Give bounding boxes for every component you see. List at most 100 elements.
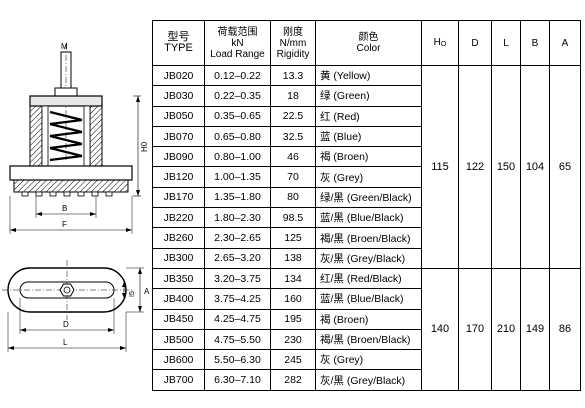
label-l: L <box>63 338 68 347</box>
cell-type: JB350 <box>152 267 205 290</box>
cell-color: 灰/黑 (Grey/Black) <box>315 369 422 391</box>
cell-a-group2: 86 <box>549 267 581 391</box>
cell-b-group2: 149 <box>520 267 550 391</box>
cell-d-group2: 170 <box>458 267 492 391</box>
cell-load: 1.80–2.30 <box>204 207 271 229</box>
cell-color: 褐/黑 (Broen/Black) <box>315 328 422 351</box>
label-h0: H0 <box>140 141 149 152</box>
header-type: 型号 TYPE <box>152 20 205 66</box>
cell-type: JB500 <box>152 328 205 351</box>
cell-type: JB600 <box>152 349 205 371</box>
cell-load: 0.65–0.80 <box>204 125 271 148</box>
cell-color: 蓝 (Blue) <box>315 125 422 148</box>
cell-type: JB450 <box>152 308 205 330</box>
cell-load: 4.25–4.75 <box>204 308 271 330</box>
table-row: JB090 0.80–1.00 46 褐 (Broen) <box>152 146 581 168</box>
cell-color: 蓝/黑 (Blue/Black) <box>315 207 422 229</box>
cell-color: 红/黑 (Red/Black) <box>315 267 422 290</box>
cell-color: 灰 (Grey) <box>315 349 422 371</box>
header-b: B <box>520 20 550 66</box>
header-d: D <box>458 20 492 66</box>
cell-color: 绿/黑 (Green/Black) <box>315 186 422 209</box>
cell-rigidity: 245 <box>270 349 316 371</box>
cell-load: 5.50–6.30 <box>204 349 271 371</box>
cell-b-group1: 104 <box>520 65 550 269</box>
nut <box>54 87 78 97</box>
cell-color: 褐/黑 (Broen/Black) <box>315 227 422 249</box>
cell-load: 3.75–4.25 <box>204 288 271 310</box>
label-i5: I5 <box>129 291 136 297</box>
cell-rigidity: 134 <box>270 267 316 290</box>
header-color: 颜色 Color <box>315 20 422 66</box>
label-d: D <box>63 320 69 329</box>
base-plate <box>9 165 133 181</box>
cell-rigidity: 22.5 <box>270 105 316 127</box>
header-load-range: 荷载范围 kN Load Range <box>204 20 271 66</box>
cell-d-group1: 122 <box>458 65 492 269</box>
cell-color: 灰 (Grey) <box>315 166 422 188</box>
cell-rigidity: 98.5 <box>270 207 316 229</box>
cell-type: JB030 <box>152 85 205 107</box>
cell-type: JB170 <box>152 186 205 209</box>
cell-rigidity: 70 <box>270 166 316 188</box>
cell-rigidity: 230 <box>270 328 316 351</box>
table-row: JB170 1.35–1.80 80 绿/黑 (Green/Black) <box>152 186 581 209</box>
cell-color: 蓝/黑 (Blue/Black) <box>315 288 422 310</box>
cell-rigidity: 160 <box>270 288 316 310</box>
table-row: JB050 0.35–0.65 22.5 红 (Red) <box>152 105 581 127</box>
cell-type: JB400 <box>152 288 205 310</box>
cell-load: 0.80–1.00 <box>204 146 271 168</box>
header-l: L <box>491 20 521 66</box>
label-b: B <box>62 204 67 213</box>
label-f: F <box>62 220 67 229</box>
table-row: JB400 3.75–4.25 160 蓝/黑 (Blue/Black) <box>152 288 581 310</box>
cell-load: 1.35–1.80 <box>204 186 271 209</box>
cell-type: JB260 <box>152 227 205 249</box>
spring <box>49 110 83 162</box>
isolator-drawing: M H0 B F I5 A D <box>2 42 150 352</box>
cell-type: JB120 <box>152 166 205 188</box>
cell-type: JB300 <box>152 247 205 269</box>
cell-l-group1: 150 <box>491 65 521 269</box>
top-plate <box>29 95 103 107</box>
cell-color: 褐 (Broen) <box>315 146 422 168</box>
cell-rigidity: 18 <box>270 85 316 107</box>
cell-load: 6.30–7.10 <box>204 369 271 391</box>
table-row: JB030 0.22–0.35 18 绿 (Green) <box>152 85 581 107</box>
cell-rigidity: 46 <box>270 146 316 168</box>
label-a: A <box>144 287 150 296</box>
cell-load: 0.35–0.65 <box>204 105 271 127</box>
header-row: 型号 TYPE 荷载范围 kN Load Range 刚度 N/mm Rigid… <box>152 20 581 66</box>
cell-color: 黄 (Yellow) <box>315 64 422 87</box>
cell-color: 红 (Red) <box>315 105 422 127</box>
cell-color: 褐 (Broen) <box>315 308 422 330</box>
cell-load: 4.75–5.50 <box>204 328 271 351</box>
cell-type: JB070 <box>152 125 205 148</box>
front-view <box>9 44 141 234</box>
cell-rigidity: 125 <box>270 227 316 249</box>
cell-rigidity: 80 <box>270 186 316 209</box>
cell-h0-group2: 140 <box>421 267 459 391</box>
cell-rigidity: 195 <box>270 308 316 330</box>
cell-load: 2.30–2.65 <box>204 227 271 249</box>
cell-load: 2.65–3.20 <box>204 247 271 269</box>
cell-type: JB020 <box>152 64 205 87</box>
cell-load: 3.20–3.75 <box>204 267 271 290</box>
cell-a-group1: 65 <box>549 65 581 269</box>
cell-color: 绿 (Green) <box>315 85 422 107</box>
cell-type: JB050 <box>152 105 205 127</box>
header-h0: HO <box>421 20 459 66</box>
top-view <box>2 260 144 352</box>
table-row: JB020 0.12–0.22 13.3 黄 (Yellow) 115 122 … <box>152 64 581 269</box>
cell-color: 灰/黑 (Grey/Black) <box>315 247 422 269</box>
table-row: JB350 3.20–3.75 134 红/黑 (Red/Black) 140 … <box>152 267 581 391</box>
cell-rigidity: 13.3 <box>270 64 316 87</box>
cell-type: JB700 <box>152 369 205 391</box>
cell-load: 1.00–1.35 <box>204 166 271 188</box>
cell-rigidity: 282 <box>270 369 316 391</box>
cell-load: 0.22–0.35 <box>204 85 271 107</box>
table-row: JB700 6.30–7.10 282 灰/黑 (Grey/Black) <box>152 369 581 391</box>
header-rigidity: 刚度 N/mm Rigidity <box>270 20 316 66</box>
cell-rigidity: 138 <box>270 247 316 269</box>
table-row: JB300 2.65–3.20 138 灰/黑 (Grey/Black) <box>152 247 581 269</box>
